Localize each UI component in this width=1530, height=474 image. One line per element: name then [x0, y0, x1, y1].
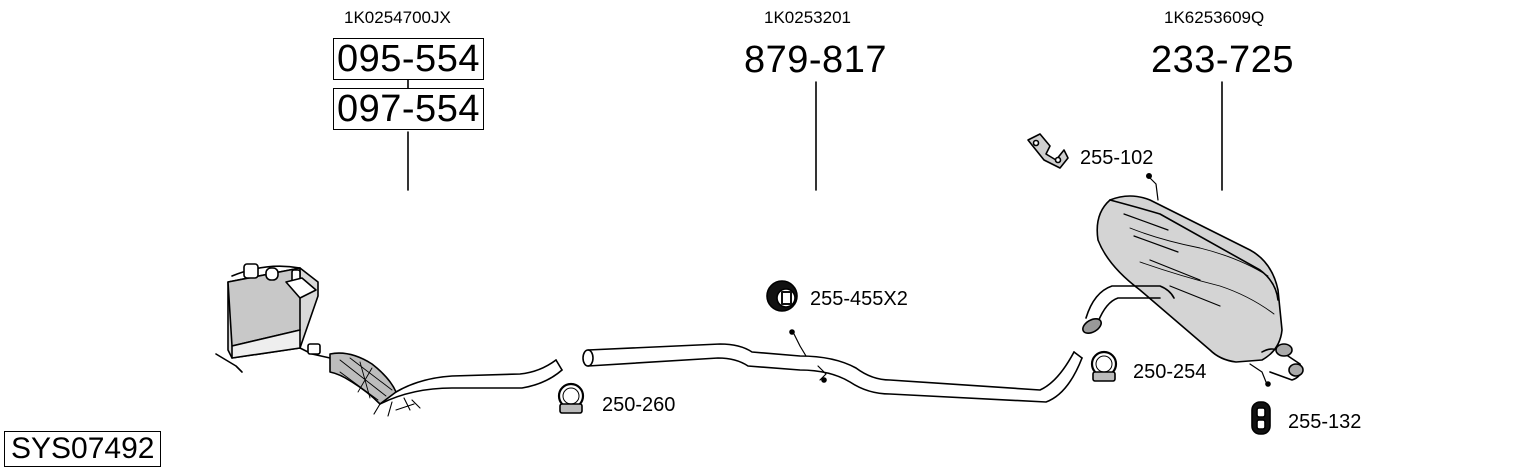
rubber-hanger-icon	[1251, 401, 1271, 435]
oem-number-group-2: 1K0253201	[764, 8, 851, 27]
rubber-mount-icon	[766, 280, 798, 312]
accessory-label-255-102[interactable]: 255-102	[1080, 147, 1154, 169]
clamp-icon	[557, 382, 585, 414]
middle-pipe-drawing	[582, 329, 1083, 403]
part-number-095-554[interactable]: 095-554	[333, 38, 484, 80]
accessory-label-250-260[interactable]: 250-260	[602, 394, 676, 416]
clamp-icon-2	[1090, 350, 1118, 382]
oem-number-group-1: 1K0254700JX	[344, 8, 451, 27]
part-number-097-554[interactable]: 097-554	[333, 88, 484, 130]
accessory-label-255-132[interactable]: 255-132	[1288, 411, 1362, 433]
part-number-879-817[interactable]: 879-817	[744, 39, 887, 81]
system-code-label: SYS07492	[4, 431, 162, 467]
part-number-233-725[interactable]: 233-725	[1151, 39, 1294, 81]
accessory-label-255-455x2[interactable]: 255-455X2	[810, 288, 908, 310]
rear-muffler-drawing	[1082, 173, 1304, 387]
oem-number-group-3: 1K6253609Q	[1164, 8, 1265, 27]
accessory-label-250-254[interactable]: 250-254	[1133, 361, 1207, 383]
bracket-icon	[1027, 133, 1069, 169]
catalytic-converter-drawing	[215, 263, 563, 417]
